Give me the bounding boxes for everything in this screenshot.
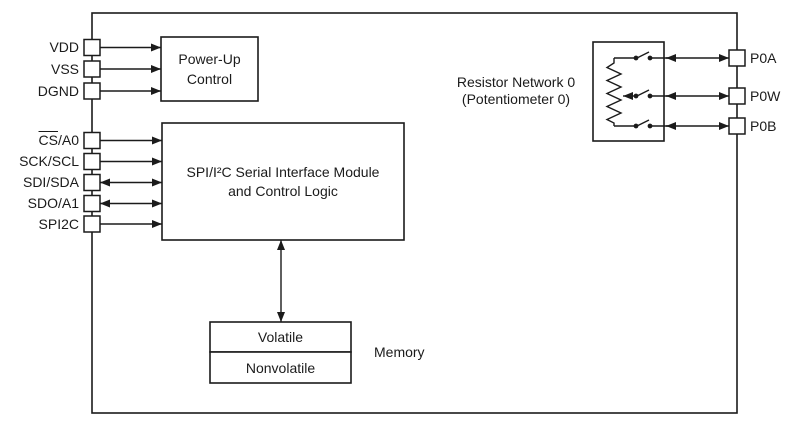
pin-square-vss xyxy=(83,60,101,78)
pin-label-p0w: P0W xyxy=(750,88,781,104)
pin-label-p0a: P0A xyxy=(750,50,777,66)
pin-square-cs xyxy=(83,131,101,150)
power-up-control-label: Power-Up Control xyxy=(178,51,241,87)
pin-square-sdi xyxy=(83,173,101,192)
power-up-control-box xyxy=(160,36,259,102)
memory-label: Memory xyxy=(374,344,425,360)
pin-square-spi2c xyxy=(83,215,101,233)
switch-bottom-lever xyxy=(636,119,650,127)
pin-label-sdi-sda: SDI/SDA xyxy=(22,174,79,190)
pin-square-vdd xyxy=(83,38,101,57)
switch-mid-lever xyxy=(636,89,650,97)
resistor-network-label: Resistor Network 0 (Potentiometer 0) xyxy=(456,74,576,107)
serial-interface-label: SPI/I²C Serial Interface Module and Cont… xyxy=(186,163,380,199)
pin-label-sck-scl: SCK/SCL xyxy=(19,153,79,169)
serial-pin-arrows xyxy=(100,136,162,228)
pin-label-cs-a0: CS/A0 xyxy=(39,132,79,148)
pin-label-vss: VSS xyxy=(50,61,79,77)
pin-label-p0b: P0B xyxy=(750,118,777,134)
pin-squares xyxy=(83,38,746,233)
power-pin-arrows xyxy=(100,43,161,95)
cs-rest-text: /A0 xyxy=(57,132,79,148)
pin-label-vdd: VDD xyxy=(49,39,79,55)
serial-interface-box xyxy=(161,122,405,241)
nonvolatile-label: Nonvolatile xyxy=(245,359,316,376)
pin-label-spi2c: SPI2C xyxy=(38,216,79,232)
pin-square-p0b xyxy=(728,117,746,135)
pin-square-p0a xyxy=(728,49,746,67)
cs-overline-text: CS xyxy=(38,132,58,148)
resistor-zigzag xyxy=(605,58,623,126)
pin-label-sdo-a1: SDO/A1 xyxy=(27,195,79,211)
pin-square-p0w xyxy=(728,87,746,105)
switch-top-lever xyxy=(636,51,650,59)
nonvolatile-box xyxy=(209,351,352,384)
pin-square-dgnd xyxy=(83,82,101,100)
terminal-arrows xyxy=(650,54,729,130)
pin-square-sck xyxy=(83,152,101,171)
chip-boundary xyxy=(91,12,738,414)
volatile-label: Volatile xyxy=(257,329,304,345)
pin-label-dgnd: DGND xyxy=(37,83,79,99)
pin-square-sdo xyxy=(83,194,101,213)
